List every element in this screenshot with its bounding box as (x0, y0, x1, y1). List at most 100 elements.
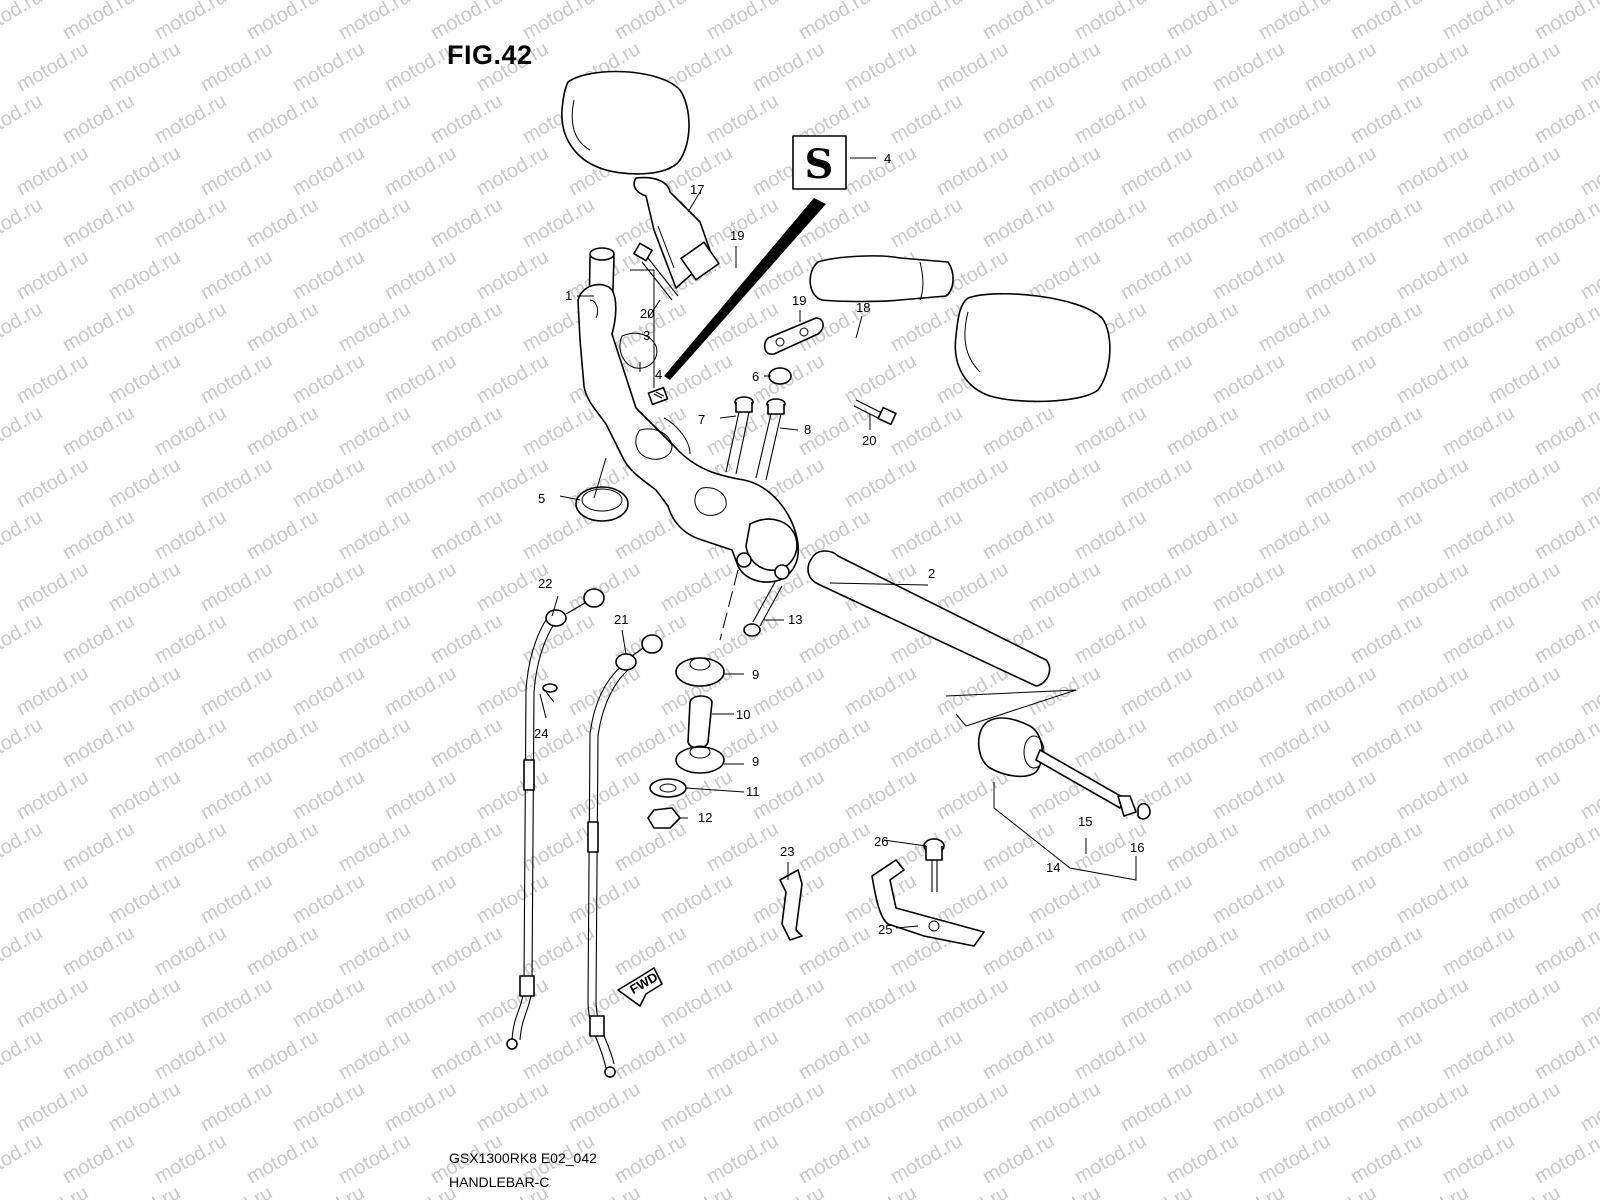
watermark-text: motod.ru (13, 974, 92, 1033)
watermark-text: motod.ru (1025, 974, 1104, 1033)
throttle-cables (506, 588, 663, 1078)
watermark-text: motod.ru (795, 610, 874, 669)
watermark-text: motod.ru (1255, 90, 1334, 149)
watermark-text: motod.ru (1071, 402, 1150, 461)
callout-9-lower: 9 (752, 754, 759, 769)
callout-7: 7 (698, 412, 705, 427)
watermark-text: motod.ru (795, 1026, 874, 1085)
watermark-text: motod.ru (335, 506, 414, 565)
watermark-text: motod.ru (1117, 974, 1196, 1033)
watermark-text: motod.ru (151, 90, 230, 149)
watermark-text: motod.ru (1485, 1078, 1564, 1137)
watermark-text: motod.ru (887, 506, 966, 565)
watermark-text: motod.ru (933, 766, 1012, 825)
watermark-text: motod.ru (197, 870, 276, 929)
callout-25: 25 (878, 922, 892, 937)
callout-22: 22 (538, 576, 552, 591)
bolt-13 (719, 569, 783, 641)
watermark-text: motod.ru (1301, 870, 1380, 929)
watermark-text: motod.ru (1301, 766, 1380, 825)
watermark-text: motod.ru (1577, 38, 1600, 97)
watermark-text: motod.ru (1577, 558, 1600, 617)
watermark-text: motod.ru (289, 974, 368, 1033)
small-emblem (647, 386, 669, 406)
watermark-text: motod.ru (289, 558, 368, 617)
watermark-text: motod.ru (519, 194, 598, 253)
watermark-text: motod.ru (151, 402, 230, 461)
watermark-text: motod.ru (427, 90, 506, 149)
watermark-text: motod.ru (59, 194, 138, 253)
watermark-text: motod.ru (151, 922, 230, 981)
watermark-text: motod.ru (1071, 1130, 1150, 1189)
watermark-text: motod.ru (1577, 870, 1600, 929)
callout-4-emblem: 4 (884, 151, 891, 166)
watermark-text: motod.ru (1255, 922, 1334, 981)
watermark-text: motod.ru (289, 870, 368, 929)
watermark-text: motod.ru (289, 246, 368, 305)
watermark-text: motod.ru (1485, 454, 1564, 513)
watermark-text: motod.ru (1209, 974, 1288, 1033)
watermark-text: motod.ru (0, 0, 46, 44)
watermark-text: motod.ru (1577, 454, 1600, 513)
watermark-text: motod.ru (519, 818, 598, 877)
watermark-text: motod.ru (657, 870, 736, 929)
watermark-text: motod.ru (1531, 922, 1600, 981)
watermark-text: motod.ru (59, 818, 138, 877)
watermark-text: motod.ru (427, 298, 506, 357)
watermark-text: motod.ru (1485, 142, 1564, 201)
watermark-text: motod.ru (289, 1078, 368, 1137)
watermark-text: motod.ru (933, 558, 1012, 617)
watermark-text: motod.ru (381, 454, 460, 513)
watermark-text: motod.ru (1117, 1078, 1196, 1137)
watermark-text: motod.ru (749, 38, 828, 97)
watermark-text: motod.ru (979, 1026, 1058, 1085)
mirror-right (809, 255, 1111, 403)
watermark-text: motod.ru (0, 1026, 46, 1085)
callout-23: 23 (780, 844, 794, 859)
callout-labels: 1 2 3 4 4 5 6 7 8 9 9 10 11 12 13 14 15 … (534, 151, 1144, 937)
seal-ring (575, 486, 629, 522)
watermark-text: motod.ru (1485, 1182, 1564, 1200)
handlebar-holder (577, 283, 800, 583)
watermark-text: motod.ru (1347, 90, 1426, 149)
watermark-text: motod.ru (749, 662, 828, 721)
watermark-text: motod.ru (1531, 1130, 1600, 1189)
watermark-text: motod.ru (289, 1182, 368, 1200)
watermark-text: motod.ru (1439, 818, 1518, 877)
watermark-text: motod.ru (59, 298, 138, 357)
watermark-text: motod.ru (703, 194, 782, 253)
watermark-text: motod.ru (841, 662, 920, 721)
watermark-text: motod.ru (13, 1078, 92, 1137)
watermark-text: motod.ru (1117, 246, 1196, 305)
watermark-text: motod.ru (151, 506, 230, 565)
watermark-text: motod.ru (243, 1130, 322, 1189)
watermark-text: motod.ru (197, 350, 276, 409)
watermark-text: motod.ru (289, 454, 368, 513)
mirror-left (561, 70, 720, 289)
watermark-text: motod.ru (59, 610, 138, 669)
callout-20-right: 20 (862, 433, 876, 448)
watermark-text: motod.ru (887, 1026, 966, 1085)
watermark-text: motod.ru (381, 662, 460, 721)
watermark-text: motod.ru (243, 90, 322, 149)
watermark-text: motod.ru (1485, 246, 1564, 305)
watermark-text: motod.ru (979, 0, 1058, 44)
watermark-text: motod.ru (1301, 974, 1380, 1033)
watermark-text: motod.ru (335, 402, 414, 461)
watermark-text: motod.ru (1347, 714, 1426, 773)
watermark-text: motod.ru (0, 818, 46, 877)
callout-21: 21 (614, 612, 628, 627)
watermark-text: motod.ru (1025, 1182, 1104, 1200)
watermark-text: motod.ru (1301, 246, 1380, 305)
watermark-text: motod.ru (1301, 38, 1380, 97)
watermark-text: motod.ru (243, 506, 322, 565)
watermark-text: motod.ru (1255, 402, 1334, 461)
watermark-text: motod.ru (151, 1026, 230, 1085)
callout-6: 6 (752, 369, 759, 384)
watermark-text: motod.ru (1393, 870, 1472, 929)
watermark-text: motod.ru (1439, 506, 1518, 565)
watermark-text: motod.ru (1071, 714, 1150, 773)
leader-lines (539, 157, 929, 929)
watermark-text: motod.ru (1347, 922, 1426, 981)
watermark-text: motod.ru (105, 766, 184, 825)
